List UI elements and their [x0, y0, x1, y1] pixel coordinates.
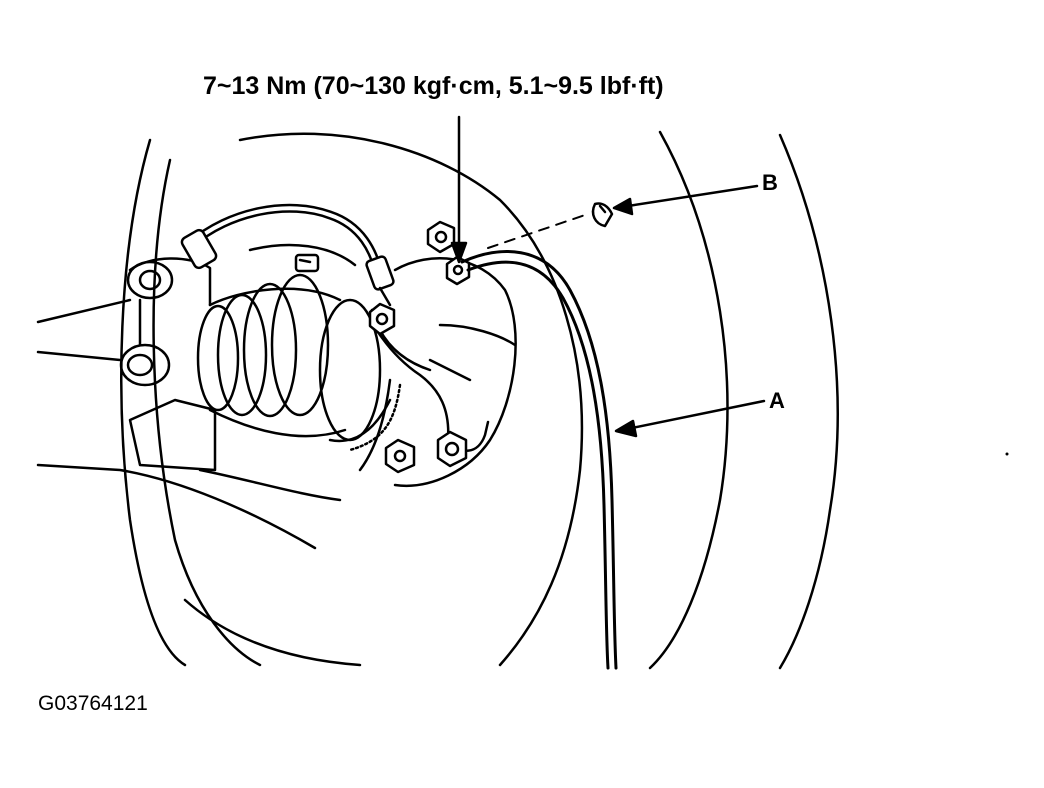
knuckle — [119, 243, 357, 472]
drive-shaft — [36, 298, 342, 550]
clip-b — [591, 202, 614, 228]
brake-disc-outline — [120, 130, 839, 670]
install-dashed-line — [487, 214, 586, 249]
scan-speck — [1005, 452, 1009, 456]
leader-lines — [450, 115, 766, 438]
torque-spec-label: 7~13 Nm (70~130 kgf·cm, 5.1~9.5 lbf·ft) — [203, 72, 664, 100]
figure-code: G03764121 — [38, 692, 148, 715]
brake-hose — [180, 203, 395, 307]
bolt-hose-clip — [368, 302, 396, 336]
bolt-upper-left — [426, 220, 456, 254]
wheel-hub — [328, 257, 517, 488]
sensor-cable — [460, 250, 618, 670]
bolt-lower-bracket — [436, 430, 468, 468]
cv-boot — [196, 273, 382, 442]
bolts — [368, 220, 471, 474]
callout-a-label: A — [769, 388, 785, 413]
callout-b-label: B — [762, 170, 778, 195]
bolt-lower-left — [384, 438, 416, 474]
